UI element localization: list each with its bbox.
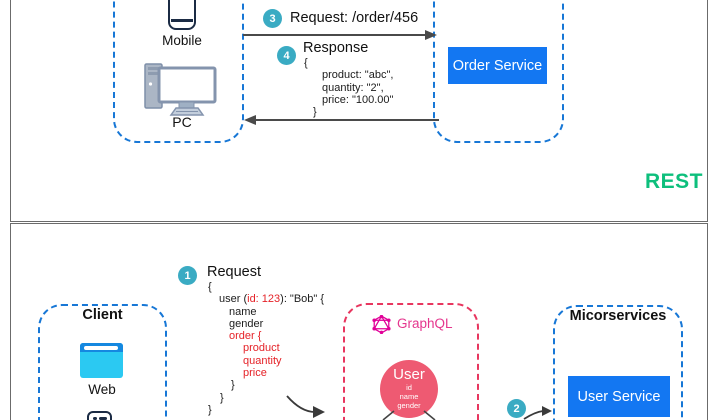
graphql-request-label: Request <box>207 264 262 280</box>
step-1-badge: 1 <box>178 266 197 285</box>
rest-request-label: Request: /order/456 <box>290 10 419 26</box>
microservices-box <box>553 305 683 420</box>
user-node-field-gender: gender <box>397 401 421 410</box>
user-service-button: User Service <box>568 376 670 417</box>
device-dash <box>98 417 107 420</box>
microservices-title: Micorservices <box>569 308 667 324</box>
request-arrow <box>243 30 437 40</box>
step-3-badge: 3 <box>263 9 282 28</box>
web-label: Web <box>88 382 116 397</box>
rest-section-frame <box>10 0 708 222</box>
graphql-logo-icon <box>372 315 391 334</box>
order-service-button: Order Service <box>448 47 547 84</box>
desktop-pc-icon <box>144 63 217 116</box>
graphql-logo-label: GraphQL <box>397 316 453 331</box>
response-arrow <box>244 115 439 125</box>
web-browser-icon <box>80 343 123 378</box>
rest-service-box <box>433 0 564 143</box>
user-node-field-name: name <box>399 392 419 401</box>
phone-bezel-line <box>171 19 193 22</box>
graphql-section-frame <box>10 222 708 420</box>
step-2-badge: 2 <box>507 399 526 418</box>
user-node-field-id: id <box>406 383 412 392</box>
user-node-title: User <box>393 366 425 383</box>
mobile-device-icon <box>87 411 112 420</box>
rest-response-label: Response <box>303 40 369 56</box>
mobile-label: Mobile <box>162 33 202 48</box>
graphql-to-service-arrow <box>523 406 552 420</box>
client-title: Client <box>82 307 123 323</box>
mobile-phone-icon <box>168 0 196 30</box>
request-to-graphql-arrow <box>286 395 325 418</box>
graphql-engine-box <box>343 303 479 420</box>
step-4-badge: 4 <box>277 46 296 65</box>
rest-section-label: REST <box>645 170 704 193</box>
user-node-tree-edges <box>382 410 436 420</box>
browser-urlbar <box>84 346 118 350</box>
rest-client-box <box>113 0 244 143</box>
rest-response-code: {product: "abc",quantity: "2",price: "10… <box>304 57 394 119</box>
device-dot <box>93 416 97 420</box>
pc-label: PC <box>172 114 192 130</box>
user-node: User id name gender <box>380 360 438 418</box>
graphql-client-box <box>38 304 167 420</box>
